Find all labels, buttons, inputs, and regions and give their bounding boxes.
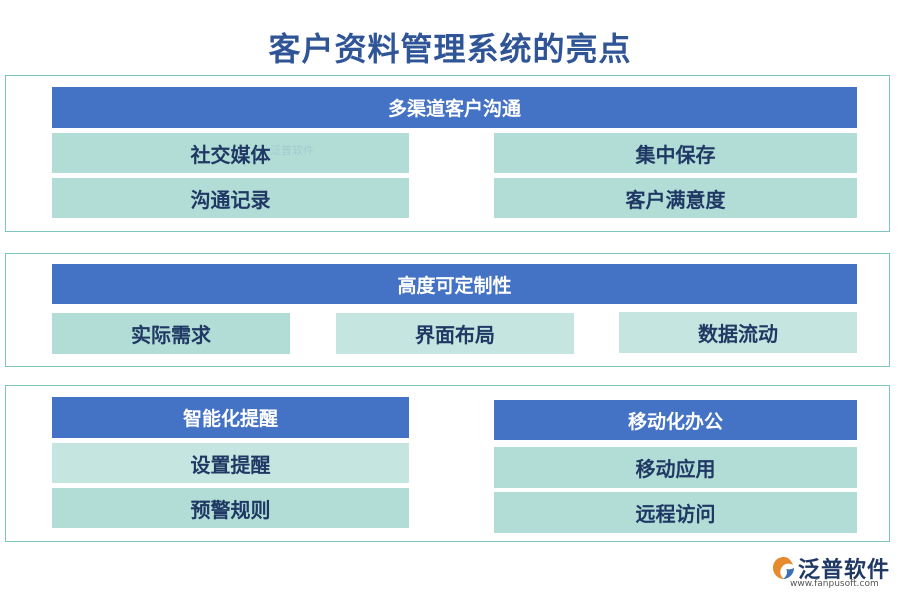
fanpu-swirl-icon: [773, 557, 794, 579]
item-data-flow: 数据流动: [619, 312, 857, 353]
brand-logo: 泛普软件 www.fanpusoft.com: [770, 552, 895, 596]
item-set-reminder: 设置提醒: [52, 443, 409, 483]
item-social-media: 社交媒体: [52, 133, 409, 173]
item-warning-rules: 预警规则: [52, 488, 409, 528]
logo-name: 泛普软件: [798, 558, 891, 583]
item-remote-access: 远程访问: [494, 492, 857, 533]
item-centralized-storage: 集中保存: [494, 133, 857, 173]
item-mobile-app: 移动应用: [494, 447, 857, 488]
section-header-smart-reminder: 智能化提醒: [52, 397, 409, 438]
item-communication-record: 沟通记录: [52, 178, 409, 218]
item-customer-satisfaction: 客户满意度: [494, 178, 857, 218]
logo-url: www.fanpusoft.com: [790, 579, 879, 589]
watermark: 泛普软件: [270, 144, 314, 157]
section-header-multichannel: 多渠道客户沟通: [52, 87, 857, 128]
section-header-customizability: 高度可定制性: [52, 264, 857, 304]
item-actual-needs: 实际需求: [52, 313, 290, 354]
section-header-mobile-office: 移动化办公: [494, 400, 857, 440]
page-title: 客户资料管理系统的亮点: [268, 30, 632, 68]
item-interface-layout: 界面布局: [336, 313, 574, 354]
